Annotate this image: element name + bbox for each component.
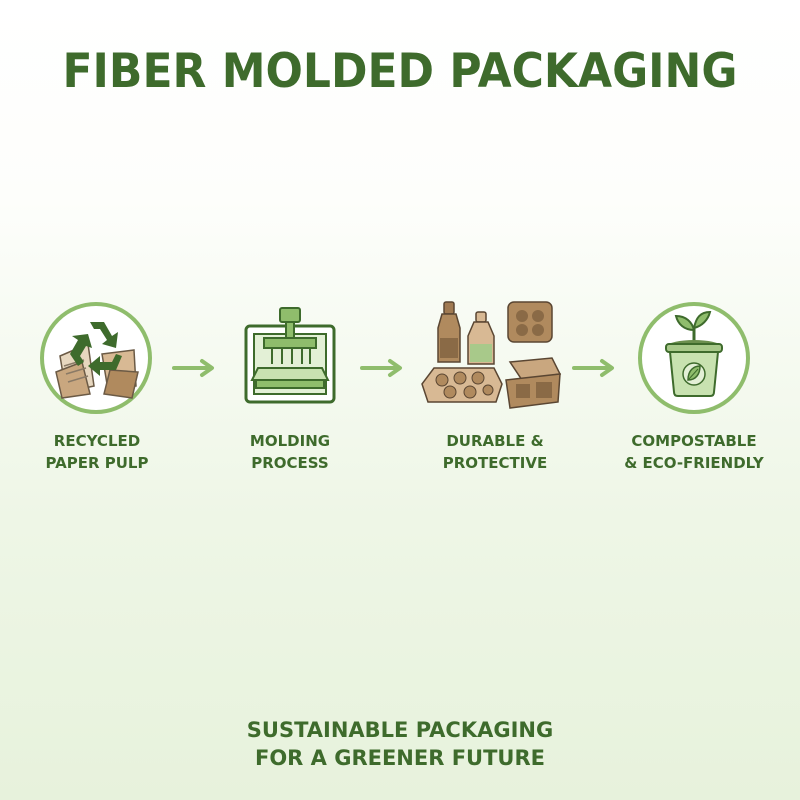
step-label-durable-protective: DURABLE & PROTECTIVE [442, 432, 548, 472]
arrow-right-icon [172, 359, 214, 377]
step-label-compostable: COMPOSTABLE & ECO-FRIENDLY [624, 432, 764, 472]
arrow-right-icon [572, 359, 614, 377]
packaging-products-icon [421, 301, 562, 409]
page-title: FIBER MOLDED PACKAGING [62, 43, 738, 100]
step-label-molding-process: MOLDING PROCESS [249, 432, 331, 472]
step-label-recycled-pulp: RECYCLED PAPER PULP [45, 432, 149, 472]
arrow-right-icon [360, 359, 402, 377]
molding-press-icon [244, 307, 336, 404]
recycle-paper-icon [40, 302, 152, 414]
compost-bin-icon [638, 302, 750, 414]
footer-tagline: SUSTAINABLE PACKAGING FOR A GREENER FUTU… [246, 718, 554, 770]
